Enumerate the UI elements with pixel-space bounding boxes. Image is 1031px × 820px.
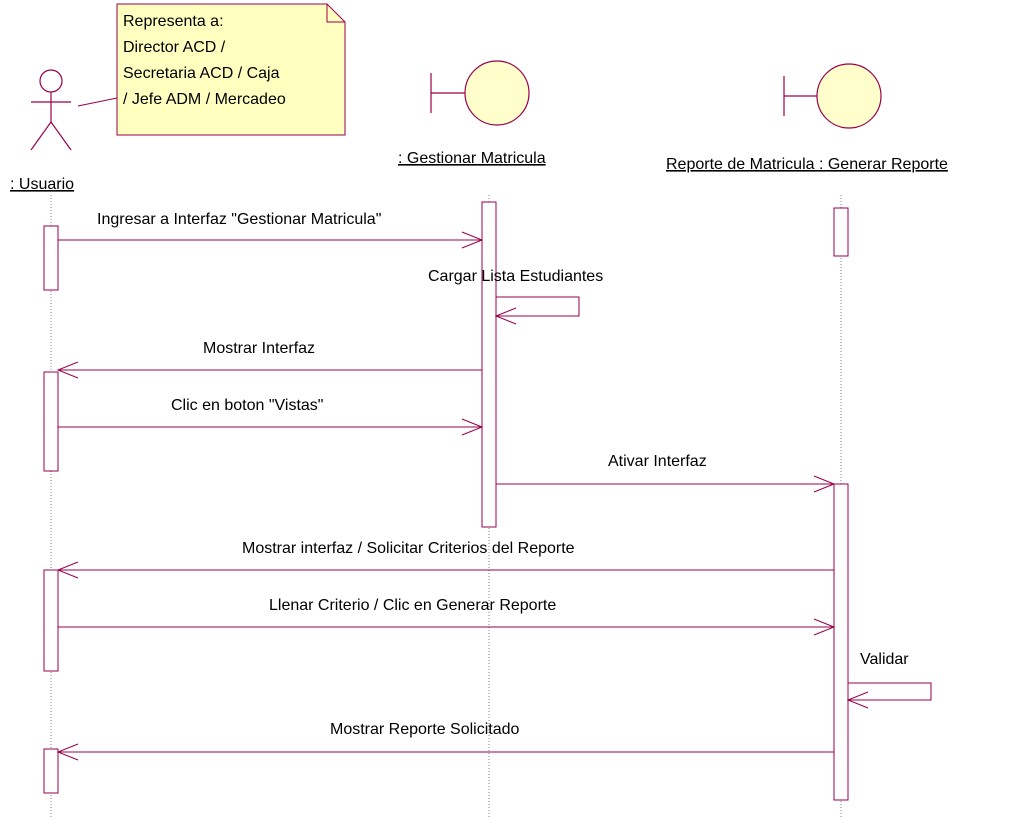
arrowhead-2 [494, 307, 517, 325]
message-label-7: Llenar Criterio / Clic en Generar Report… [269, 597, 556, 614]
activation-reporte-1 [833, 207, 849, 257]
arrowhead-9 [56, 743, 79, 761]
participant-label-gestionar: : Gestionar Matricula [398, 150, 546, 167]
actor-head [39, 69, 63, 93]
arrowhead-3 [56, 361, 79, 379]
activation-usuario-4 [43, 748, 59, 794]
note-line-1: Representa a: [123, 13, 224, 30]
arrowhead-8 [846, 691, 869, 709]
note-shape [116, 3, 346, 136]
note-line-2: Director ACD / [123, 39, 226, 56]
message-label-5: Ativar Interfaz [608, 453, 707, 470]
message-arrow-2 [496, 296, 580, 317]
participant-label-reporte: Reporte de Matricula : Generar Reporte [666, 156, 948, 173]
actor-leg-left [30, 121, 52, 151]
boundary-reporte-icon [783, 63, 882, 129]
note-line-3: Secretaria ACD / Caja [123, 65, 280, 82]
message-label-9: Mostrar Reporte Solicitado [330, 721, 520, 738]
message-label-1: Ingresar a Interfaz "Gestionar Matricula… [97, 211, 381, 228]
boundary-gestionar-icon [430, 60, 530, 126]
message-label-4: Clic en boton "Vistas" [171, 397, 323, 414]
message-label-3: Mostrar Interfaz [203, 340, 315, 357]
arrowhead-6 [56, 561, 79, 579]
note-connector [77, 97, 118, 107]
message-label-2: Cargar Lista Estudiantes [428, 268, 603, 285]
activation-usuario-1 [43, 225, 59, 291]
participant-label-usuario: : Usuario [10, 176, 74, 193]
actor-usuario [30, 69, 72, 151]
activation-usuario-2 [43, 371, 59, 472]
note-fold [326, 4, 345, 23]
activation-usuario-3 [43, 569, 59, 672]
arrowhead-4 [461, 418, 484, 436]
arrowhead-1 [461, 231, 484, 249]
arrowhead-5 [813, 475, 836, 493]
message-label-8: Validar [860, 651, 909, 668]
note-line-4: / Jefe ADM / Mercadeo [123, 91, 286, 108]
note: Representa a: Director ACD / Secretaria … [116, 3, 346, 136]
message-label-6: Mostrar interfaz / Solicitar Criterios d… [242, 540, 575, 557]
actor-leg-right [50, 121, 72, 151]
message-arrow-8 [848, 682, 932, 701]
arrowhead-7 [813, 618, 836, 636]
activation-reporte-2 [833, 483, 849, 801]
activation-gestionar [481, 201, 497, 528]
